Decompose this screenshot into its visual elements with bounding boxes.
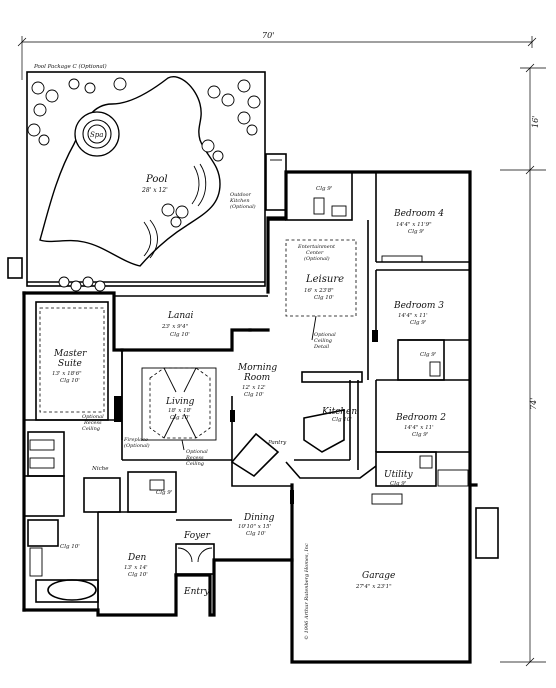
- master-size: 13' x 18'6": [52, 371, 82, 377]
- mbath-ceiling-9: Clg 9': [156, 490, 172, 496]
- master-ceiling: Clg 10': [60, 378, 80, 384]
- kitchen-label: Kitchen: [321, 407, 357, 417]
- bedroom4-size: 14'4" x 11'9": [396, 222, 432, 228]
- pool-outline: [39, 76, 221, 267]
- leisure-size: 16' x 23'8": [304, 288, 334, 294]
- den-ceiling: Clg 10': [128, 572, 148, 578]
- bedroom3-ceiling: Clg 9': [410, 320, 426, 326]
- outdoor-kitchen-label-2: Kitchen: [229, 198, 250, 204]
- pool-size: 28' x 12': [141, 187, 168, 194]
- pool-package-label: Pool Package C (Optional): [33, 63, 107, 70]
- pool-label: Pool: [145, 174, 168, 185]
- lanai-size: 23' x 9'4": [161, 324, 188, 330]
- ceiling-detail-line3: Detail: [313, 344, 330, 350]
- ent-center-line3: (Optional): [304, 255, 330, 262]
- recess-living-line3: Ceiling: [186, 461, 204, 467]
- spa-core: [87, 124, 107, 144]
- master-label-1: Master: [53, 349, 87, 359]
- den-label: Den: [127, 553, 147, 563]
- recess-living-line2: Recess: [185, 455, 204, 461]
- bath3-ceiling: Clg 9': [420, 352, 436, 358]
- bedroom4-label: Bedroom 4: [393, 209, 444, 219]
- entry-label: Entry: [183, 587, 210, 597]
- recess-master-line3: Ceiling: [82, 426, 100, 432]
- ent-center-line2: Center: [306, 250, 324, 256]
- lanai-label: Lanai: [167, 311, 194, 321]
- dimension-lines: [17, 36, 546, 667]
- bedroom3-label: Bedroom 3: [393, 301, 444, 311]
- pool-steps: [143, 163, 207, 259]
- lanai-ceiling: Clg 10': [170, 332, 190, 338]
- niche-label: Niche: [91, 466, 109, 472]
- utility-label: Utility: [384, 470, 413, 480]
- morning-label-2: Room: [243, 373, 270, 383]
- exterior-walls: [22, 170, 499, 664]
- right-main-dim-label: 74': [529, 398, 538, 410]
- fireplace-line1: Fireplace: [123, 437, 148, 443]
- foyer-label: Foyer: [183, 531, 211, 541]
- recess-living-line1: Optional: [186, 449, 208, 455]
- dining-label: Dining: [243, 513, 275, 523]
- garage-size: 27'4" x 23'1": [355, 584, 392, 590]
- morning-size: 12' x 12': [242, 385, 266, 391]
- right-top-dim-label: 16': [531, 116, 540, 128]
- recess-master-line2: Recess: [83, 420, 102, 426]
- recess-living-pointer: [181, 439, 185, 451]
- ent-center-line1: Entertainment: [297, 244, 336, 250]
- master-label-2: Suite: [58, 359, 82, 369]
- bedroom4-ceiling: Clg 9': [408, 229, 424, 235]
- bedroom2-ceiling: Clg 9': [412, 432, 428, 438]
- morning-ceiling: Clg 10': [244, 392, 264, 398]
- wall-accents: [114, 330, 378, 504]
- landscape-shrubs: [27, 77, 261, 292]
- bedroom3-size: 14'4" x 11': [398, 313, 428, 319]
- dining-ceiling: Clg 10': [246, 531, 266, 537]
- outdoor-kitchen-label-1: Outdoor: [230, 192, 252, 198]
- garage-label: Garage: [362, 571, 395, 581]
- ceiling-detail-pointer: [311, 315, 317, 341]
- recess-master-line1: Optional: [82, 414, 104, 420]
- bedroom2-size: 14'4" x 11': [404, 425, 434, 431]
- spa-label: Spa: [90, 131, 103, 139]
- copyright-label: © 1996 Arthur Rutenberg Homes, Inc: [303, 543, 310, 640]
- kitchen-ceiling: Clg 10': [332, 417, 352, 423]
- fireplace-line2: (Optional): [124, 442, 150, 449]
- dining-size: 10'10" x 15': [238, 524, 271, 530]
- morning-label-1: Morning: [237, 363, 277, 373]
- living-ceiling: Clg 10': [170, 415, 190, 421]
- leisure-ceiling: Clg 10': [314, 295, 334, 301]
- mbath-ceiling-10: Clg 10': [60, 544, 80, 550]
- top-bath-ceiling: Clg 9': [316, 186, 332, 192]
- overall-width-label: 70': [262, 31, 274, 40]
- outdoor-kitchen: [265, 153, 287, 211]
- utility-ceiling: Clg 9': [390, 481, 406, 487]
- bedroom2-label: Bedroom 2: [395, 413, 446, 423]
- den-size: 13' x 14': [124, 565, 148, 571]
- leisure-label: Leisure: [305, 274, 344, 285]
- pantry-label: Pantry: [267, 440, 287, 446]
- ceiling-detail-line1: Optional: [314, 332, 336, 338]
- outdoor-kitchen-label-3: (Optional): [230, 203, 256, 210]
- living-size: 18' x 18': [168, 408, 192, 414]
- living-label: Living: [165, 397, 195, 407]
- ceiling-detail-line2: Ceiling: [314, 338, 332, 344]
- entertainment-center: [285, 239, 357, 317]
